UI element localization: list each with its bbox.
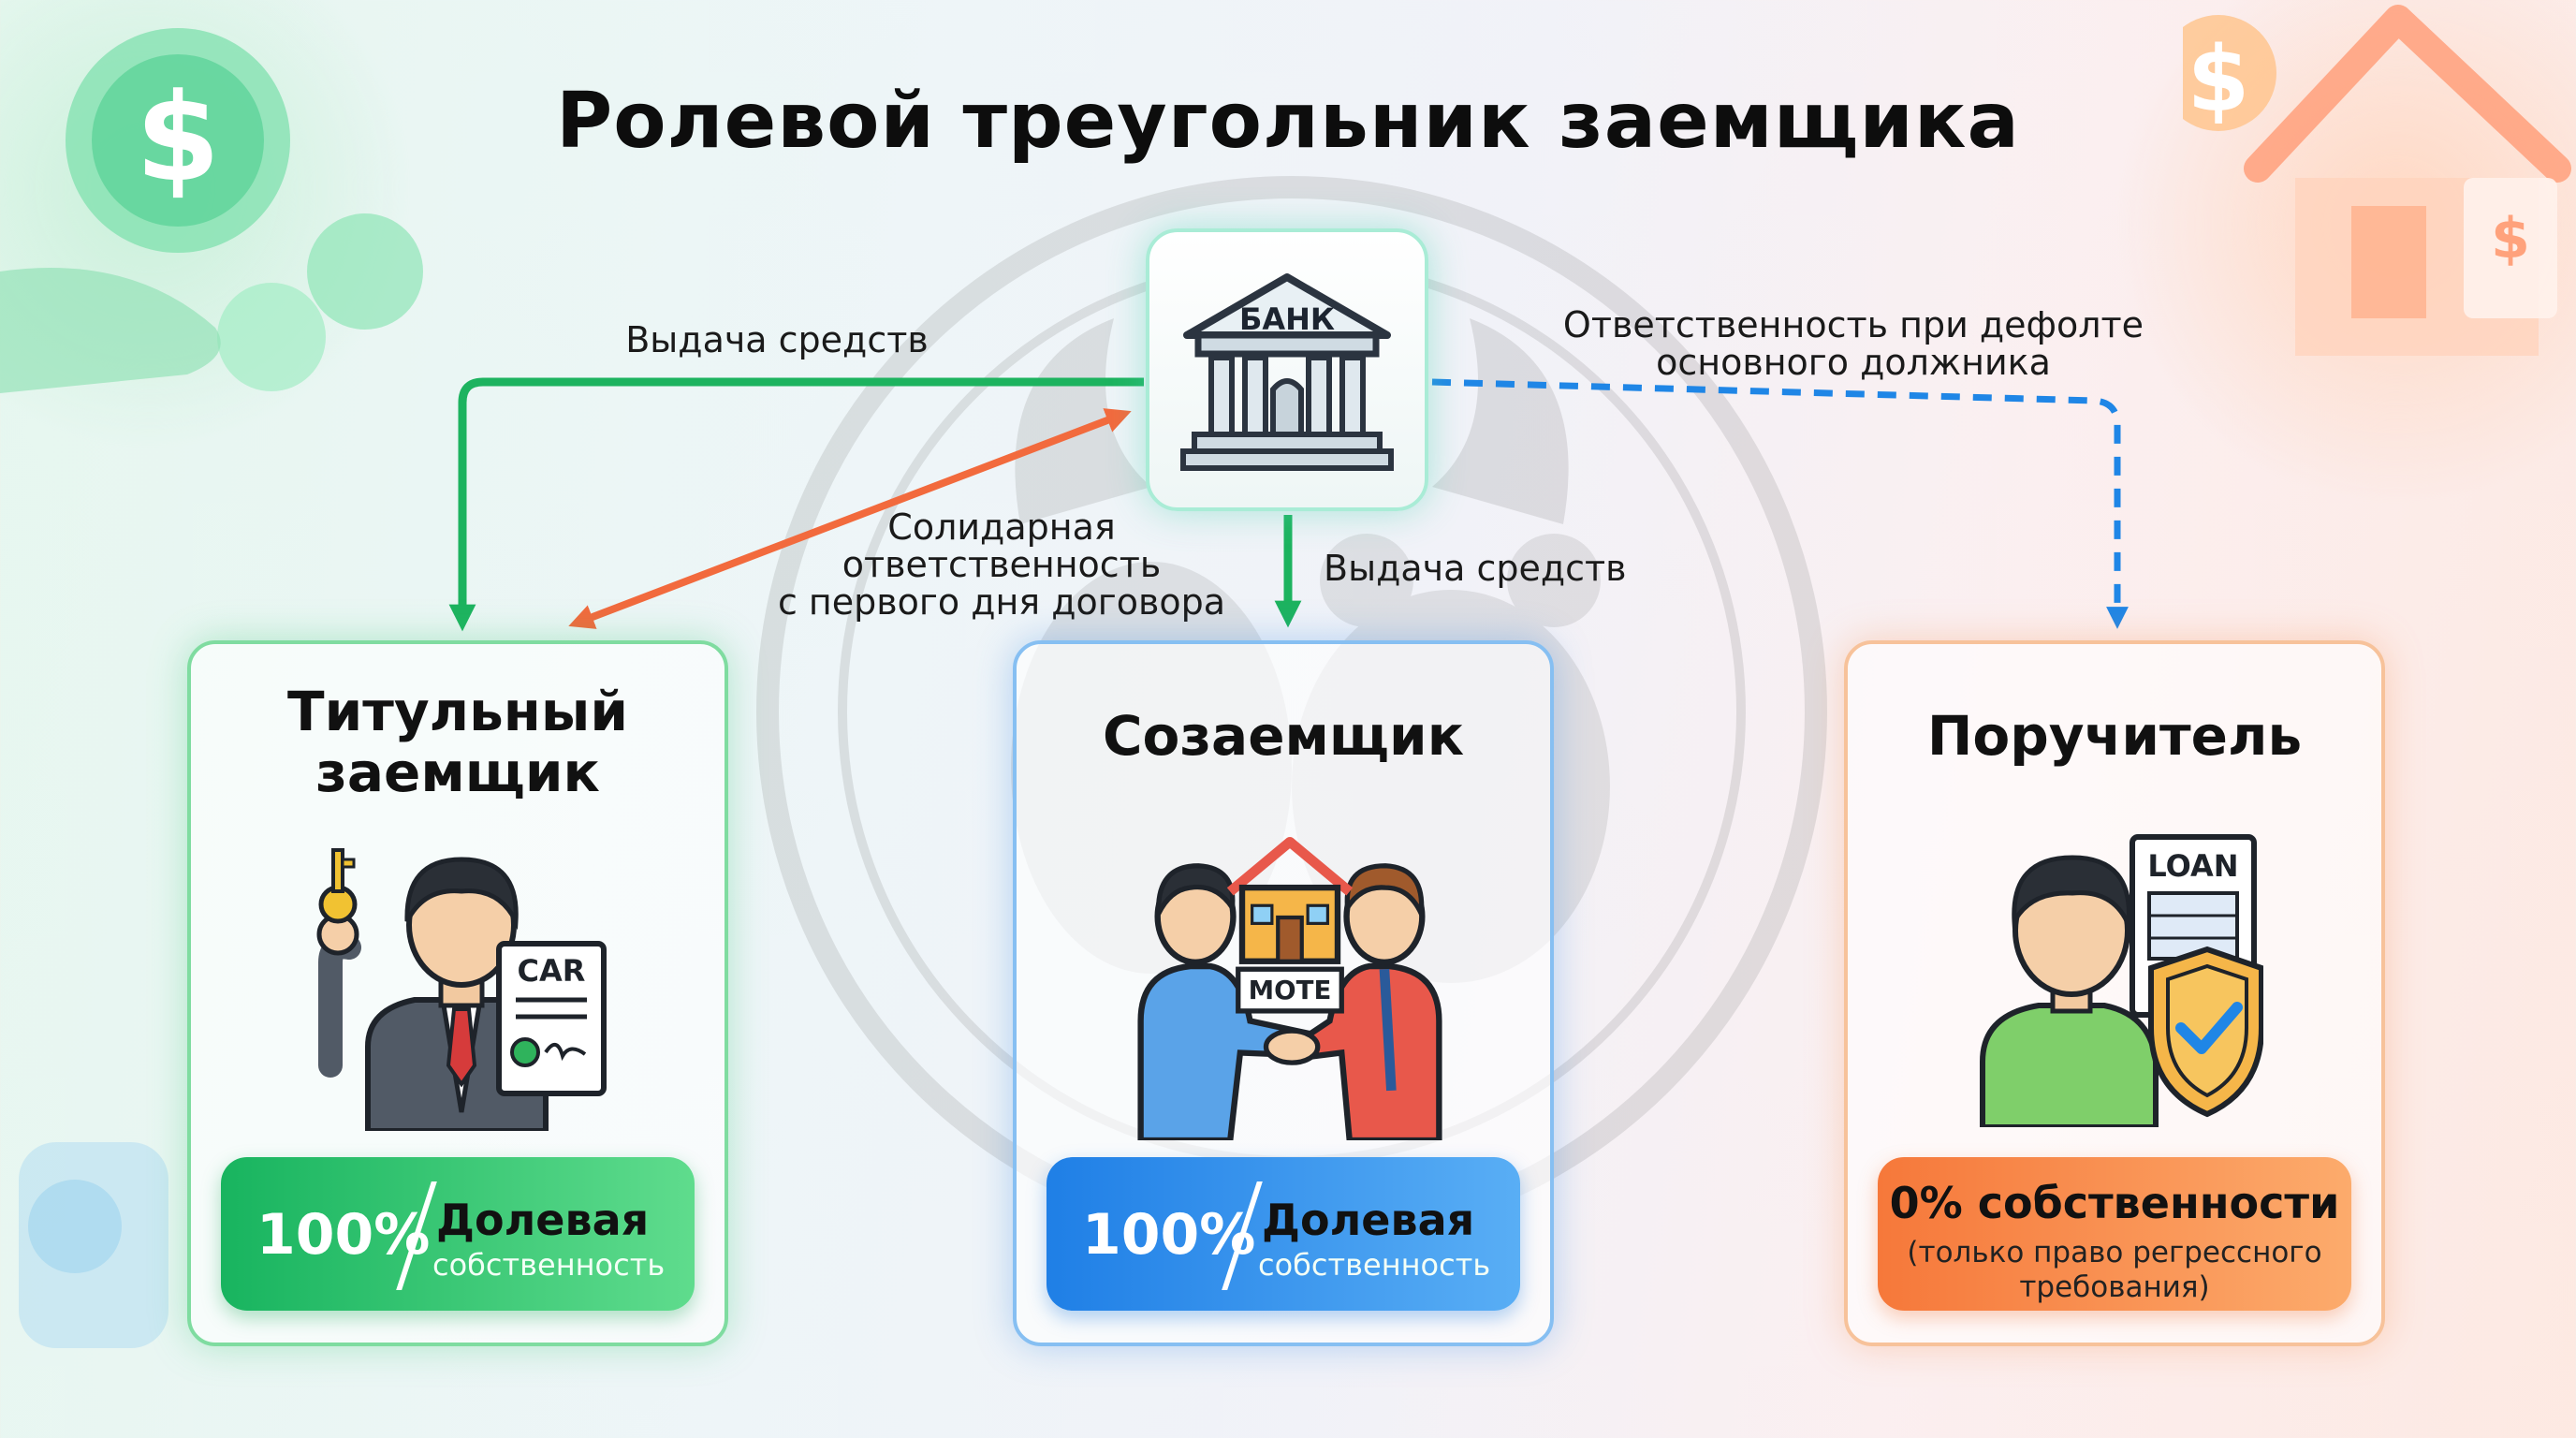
loan-doc-label: LOAN xyxy=(2147,848,2238,884)
guarantor-label-line2: основного должника xyxy=(1656,341,2051,383)
share-sub: собственность xyxy=(1258,1247,1491,1283)
arrow-guarantor-liability xyxy=(1431,378,2129,629)
svg-text:$: $ xyxy=(2188,27,2250,132)
svg-text:$: $ xyxy=(136,66,220,209)
share-sub-line2: требования) xyxy=(2019,1270,2210,1305)
share-sub: (только право регрессного требования) xyxy=(1878,1236,2351,1305)
mortgage-note-icon: MOTE xyxy=(1236,966,1344,1014)
bank-node: БАНК xyxy=(1146,228,1428,511)
borrower-with-car-document-icon: CAR xyxy=(316,848,607,1131)
guarantor-label-line1: Ответственность при дефолте xyxy=(1562,304,2144,345)
page-title: Ролевой треугольник заемщика xyxy=(556,77,2020,166)
card-coborrower: Созаемщик MOTE 100% Долевая собственност… xyxy=(1013,640,1554,1346)
card-title: Созаемщик xyxy=(1102,704,1465,768)
card-title-borrower: Титульный заемщик CAR 100% Долевая собст… xyxy=(187,640,728,1346)
guarantor-liability-label: Ответственность при дефолте основного до… xyxy=(1516,304,2190,383)
share-percent: 100% xyxy=(1082,1202,1256,1268)
svg-text:$: $ xyxy=(2491,206,2530,271)
center-issue-label: Выдача средств xyxy=(1324,548,1627,589)
ownership-share-box: 100% Долевая собственность xyxy=(1046,1157,1520,1311)
share-sub-line1: (только право регрессного xyxy=(1907,1236,2322,1269)
bank-label: БАНК xyxy=(1239,301,1335,337)
solidary-label-line3: с первого дня договора xyxy=(777,580,1226,623)
house-icon xyxy=(1226,836,1354,964)
arrow-solidary-liability xyxy=(568,408,1132,629)
bank-icon: БАНК xyxy=(1180,273,1394,471)
share-main: 0% собственности xyxy=(1889,1178,2340,1228)
ownership-share-box: 100% Долевая собственность xyxy=(221,1157,695,1311)
card-title: Титульный заемщик xyxy=(191,682,724,803)
house-coin-icon: $ $ xyxy=(2183,5,2571,356)
ownership-share-box: 0% собственности (только право регрессно… xyxy=(1878,1157,2351,1311)
handshake-house-icon: MOTE xyxy=(1137,836,1442,1140)
share-kind: Долевая xyxy=(436,1195,650,1245)
money-hand-icon: $ xyxy=(0,28,423,393)
key-icon xyxy=(318,848,358,924)
solidary-label-line1: Солидарная xyxy=(887,506,1116,548)
padlock-icon xyxy=(19,1142,168,1348)
arrow-bank-to-title-borrower xyxy=(448,377,1144,632)
left-issue-label: Выдача средств xyxy=(625,319,929,360)
solidary-label-line2: ответственность xyxy=(842,543,1162,585)
mote-doc-label: MOTE xyxy=(1249,975,1332,1005)
solidary-label: Солидарная ответственность с первого дня… xyxy=(739,506,1264,623)
card-guarantor: Поручитель LOAN 0% собственности (только… xyxy=(1844,640,2385,1346)
share-kind: Долевая xyxy=(1262,1195,1475,1245)
guarantor-with-loan-shield-icon: LOAN xyxy=(1980,834,2263,1127)
share-sub: собственность xyxy=(432,1247,666,1283)
car-doc-label: CAR xyxy=(518,953,586,989)
card-title-line1: Титульный xyxy=(287,680,628,743)
car-document-icon: CAR xyxy=(496,941,607,1096)
card-title-line2: заемщик xyxy=(315,740,600,804)
shield-check-icon xyxy=(2148,946,2263,1118)
share-percent: 100% xyxy=(256,1202,431,1268)
card-title: Поручитель xyxy=(1926,704,2303,768)
